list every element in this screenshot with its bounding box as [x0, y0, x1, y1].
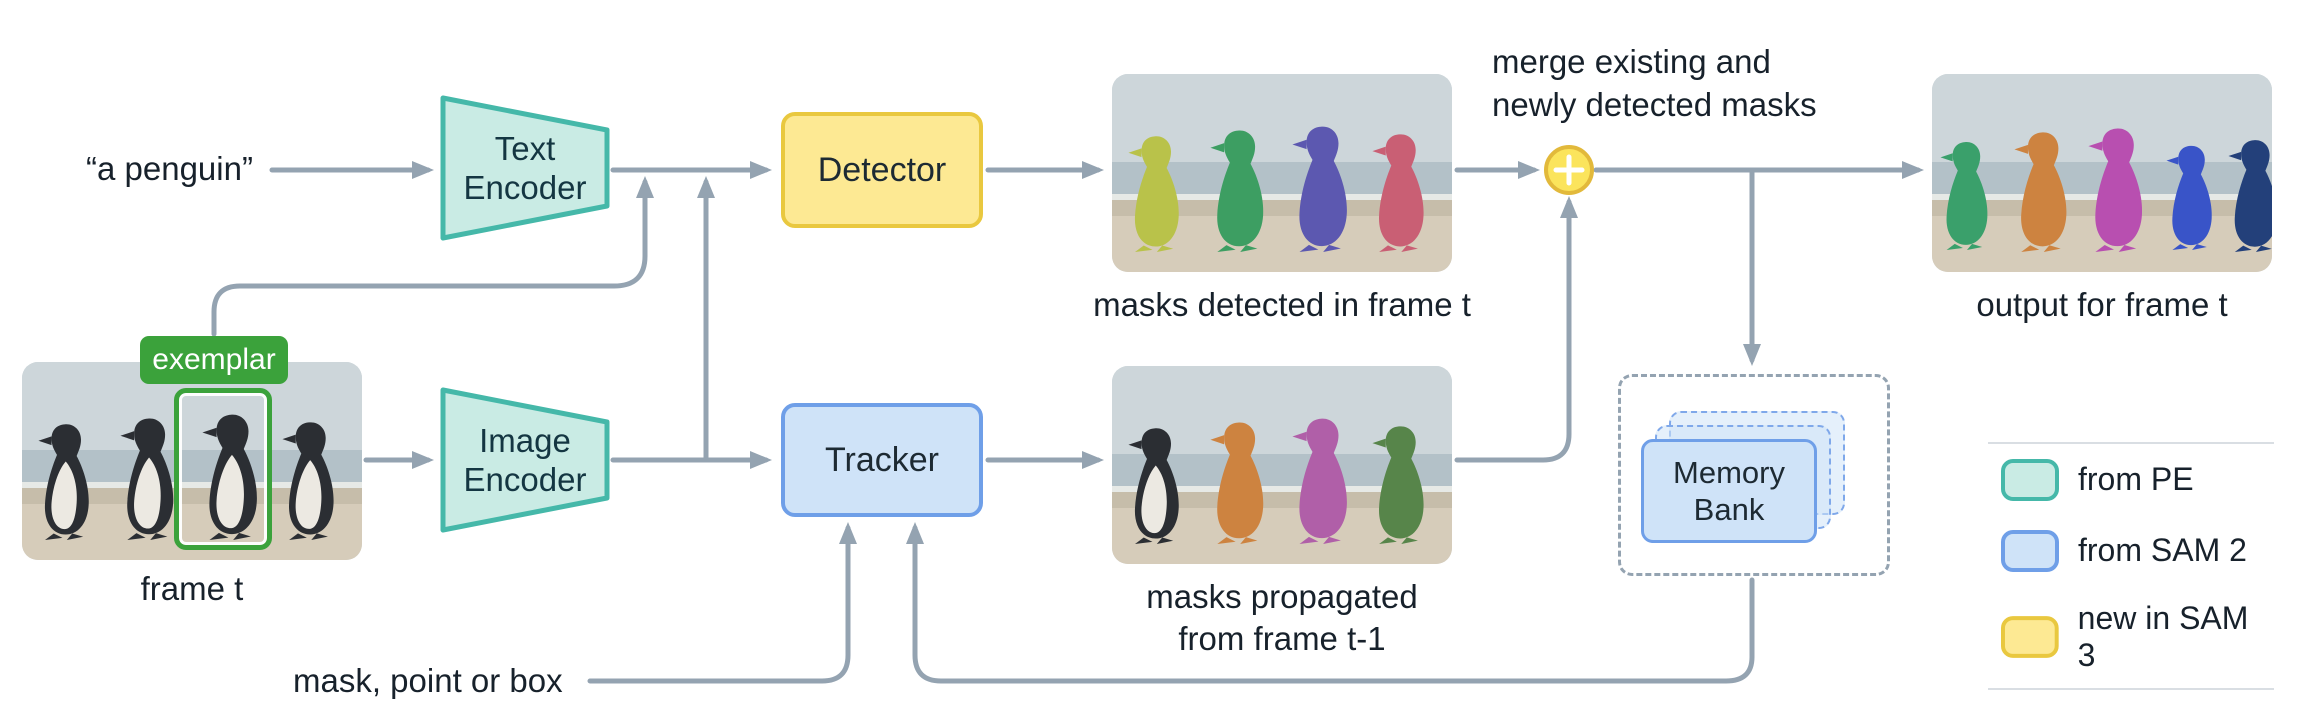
text-encoder-line1: Text [494, 130, 556, 167]
text-encoder-label: Text Encoder [439, 94, 611, 242]
text-encoder-node: Text Encoder [439, 94, 611, 242]
legend-swatch-pe-icon [2001, 458, 2059, 501]
detector-label: Detector [817, 150, 947, 189]
tracker-node: Tracker [781, 403, 983, 517]
image-masks-detected [1112, 74, 1452, 272]
memory-bank-card-front: Memory Bank [1641, 439, 1817, 543]
text-prompt-label: “a penguin” [86, 150, 253, 187]
detector-node: Detector [781, 112, 983, 228]
mask-point-box-label: mask, point or box [293, 662, 563, 699]
legend-label-from-pe: from PE [2078, 461, 2194, 498]
merge-note: merge existing and newly detected masks [1492, 40, 1817, 126]
caption-masks-propagated-line1: masks propagated [1146, 578, 1418, 615]
memory-bank-node: Memory Bank [1618, 374, 1890, 576]
image-encoder-label: Image Encoder [439, 386, 611, 534]
exemplar-badge: exemplar [140, 336, 288, 384]
legend-label-from-sam2: from SAM 2 [2078, 532, 2247, 569]
legend-swatch-sam3-icon [2000, 616, 2059, 659]
image-encoder-node: Image Encoder [439, 386, 611, 534]
caption-masks-propagated: masks propagated from frame t-1 [1032, 576, 1532, 660]
merge-icon [1544, 145, 1594, 195]
exemplar-label: exemplar [152, 343, 276, 376]
memory-bank-line1: Memory [1673, 455, 1785, 490]
arrow-memory-bank-to-tracker [906, 522, 1755, 684]
image-frame-t [22, 362, 362, 560]
image-encoder-line1: Image [479, 422, 571, 459]
image-masks-propagated [1112, 366, 1452, 564]
legend: from PE from SAM 2 new in SAM 3 [1988, 442, 2274, 690]
merge-note-line1: merge existing and [1492, 43, 1771, 80]
legend-item-from-sam2: from SAM 2 [1988, 529, 2274, 573]
tracker-label: Tracker [825, 440, 939, 479]
image-encoder-shape [440, 387, 610, 533]
merge-note-line2: newly detected masks [1492, 86, 1817, 123]
arrow-propagated-masks-to-merge [1454, 196, 1578, 463]
legend-item-new-sam3: new in SAM 3 [1988, 600, 2274, 674]
plus-icon [1553, 154, 1585, 186]
image-encoder-line2: Encoder [463, 461, 587, 498]
arrow-mask-point-box-to-tracker [587, 522, 857, 684]
penguin-photo-output [1932, 74, 2272, 272]
text-encoder-line2: Encoder [463, 169, 587, 206]
memory-bank-line2: Bank [1693, 492, 1765, 527]
legend-swatch-sam2-icon [2001, 529, 2059, 572]
caption-masks-propagated-line2: from frame t-1 [1178, 620, 1386, 657]
legend-label-new-sam3: new in SAM 3 [2077, 600, 2249, 674]
arrow-exemplar-to-detector-path [211, 176, 654, 337]
penguin-photo-detected [1112, 74, 1452, 272]
caption-output: output for frame t [1976, 286, 2228, 323]
caption-masks-detected: masks detected in frame t [1093, 286, 1471, 323]
caption-frame-t: frame t [140, 570, 244, 607]
text-encoder-shape [440, 95, 610, 241]
legend-item-from-pe: from PE [1988, 458, 2274, 502]
image-output [1932, 74, 2272, 272]
penguin-photo-propagated [1112, 366, 1452, 564]
exemplar-selection-box [174, 388, 272, 550]
